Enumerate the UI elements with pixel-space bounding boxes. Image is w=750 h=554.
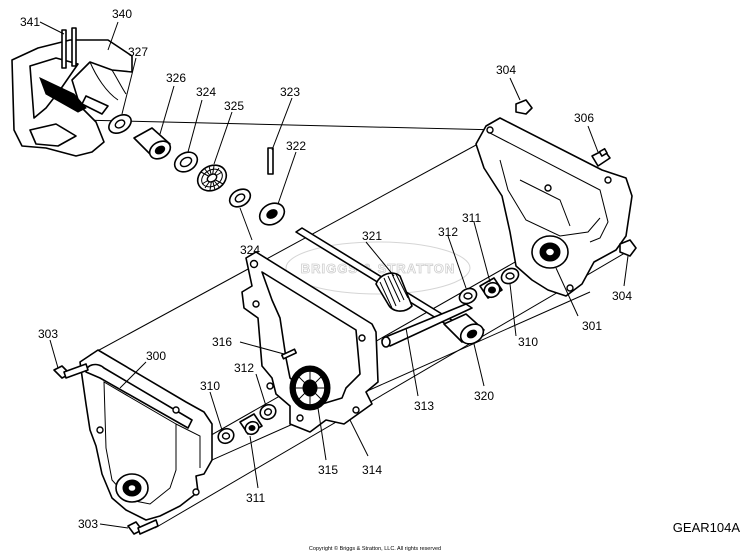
nut-304a xyxy=(515,99,533,115)
bearing-311a xyxy=(479,277,503,299)
gear-315 xyxy=(289,365,331,411)
pins-341 xyxy=(61,27,77,69)
callout-304: 304 xyxy=(496,63,516,77)
callout-324-lower: 324 xyxy=(240,243,260,257)
callout-316: 316 xyxy=(212,335,232,349)
washer-310b xyxy=(217,427,235,445)
callout-312: 312 xyxy=(438,225,458,239)
callout-324: 324 xyxy=(196,85,216,99)
copyright-notice: Copyright © Briggs & Stratton, LLC. All … xyxy=(309,545,441,552)
bearing-311b xyxy=(239,413,263,436)
nut-304b xyxy=(619,239,637,257)
callout-labels: 341 340 327 326 324 325 323 322 324 304 … xyxy=(20,7,632,531)
callout-321: 321 xyxy=(362,229,382,243)
pin-323 xyxy=(267,147,274,175)
washer-312b xyxy=(259,403,277,421)
callout-327: 327 xyxy=(128,45,148,59)
callout-304-lower: 304 xyxy=(612,289,632,303)
callout-322: 322 xyxy=(286,139,306,153)
shaft-313 xyxy=(381,303,473,348)
washer-327 xyxy=(108,114,132,134)
callout-314: 314 xyxy=(362,463,382,477)
callout-312-lower: 312 xyxy=(234,361,254,375)
callout-301: 301 xyxy=(582,319,602,333)
thrust-bearing-325 xyxy=(196,164,228,192)
key-316 xyxy=(281,348,297,360)
callout-300: 300 xyxy=(146,349,166,363)
svg-text:BRIGGS & STRATTON: BRIGGS & STRATTON xyxy=(301,261,455,276)
callout-310: 310 xyxy=(518,335,538,349)
washer-310a xyxy=(500,267,520,285)
screw-303b xyxy=(127,519,159,535)
watermark: BRIGGS & STRATTON xyxy=(285,241,471,295)
callout-315: 315 xyxy=(318,463,338,477)
bushing-320 xyxy=(443,313,485,345)
gear-case-half-301 xyxy=(475,117,633,297)
callout-311-lower: 311 xyxy=(246,491,265,505)
gear-case-half-300 xyxy=(79,349,213,521)
callout-306: 306 xyxy=(574,111,594,125)
drawing-code: GEAR104A xyxy=(673,520,741,535)
washer-312a xyxy=(458,287,478,305)
callout-340: 340 xyxy=(112,7,132,21)
bushing-326 xyxy=(133,127,172,160)
callout-leaders xyxy=(39,21,629,529)
callout-326: 326 xyxy=(166,71,186,85)
washer-322 xyxy=(258,202,286,226)
callout-313: 313 xyxy=(414,399,434,413)
callout-323: 323 xyxy=(280,85,300,99)
callout-303-lower: 303 xyxy=(78,517,98,531)
callout-303: 303 xyxy=(38,327,58,341)
auger-housing-340 xyxy=(11,39,133,157)
spacer-324b xyxy=(228,188,252,208)
callout-341: 341 xyxy=(20,15,40,29)
spacer-324 xyxy=(173,151,199,173)
callout-320: 320 xyxy=(474,389,494,403)
callout-311: 311 xyxy=(462,211,481,225)
screw-303a xyxy=(53,363,89,379)
callout-325: 325 xyxy=(224,99,244,113)
fitting-306 xyxy=(591,147,611,167)
callout-310-lower: 310 xyxy=(200,379,220,393)
